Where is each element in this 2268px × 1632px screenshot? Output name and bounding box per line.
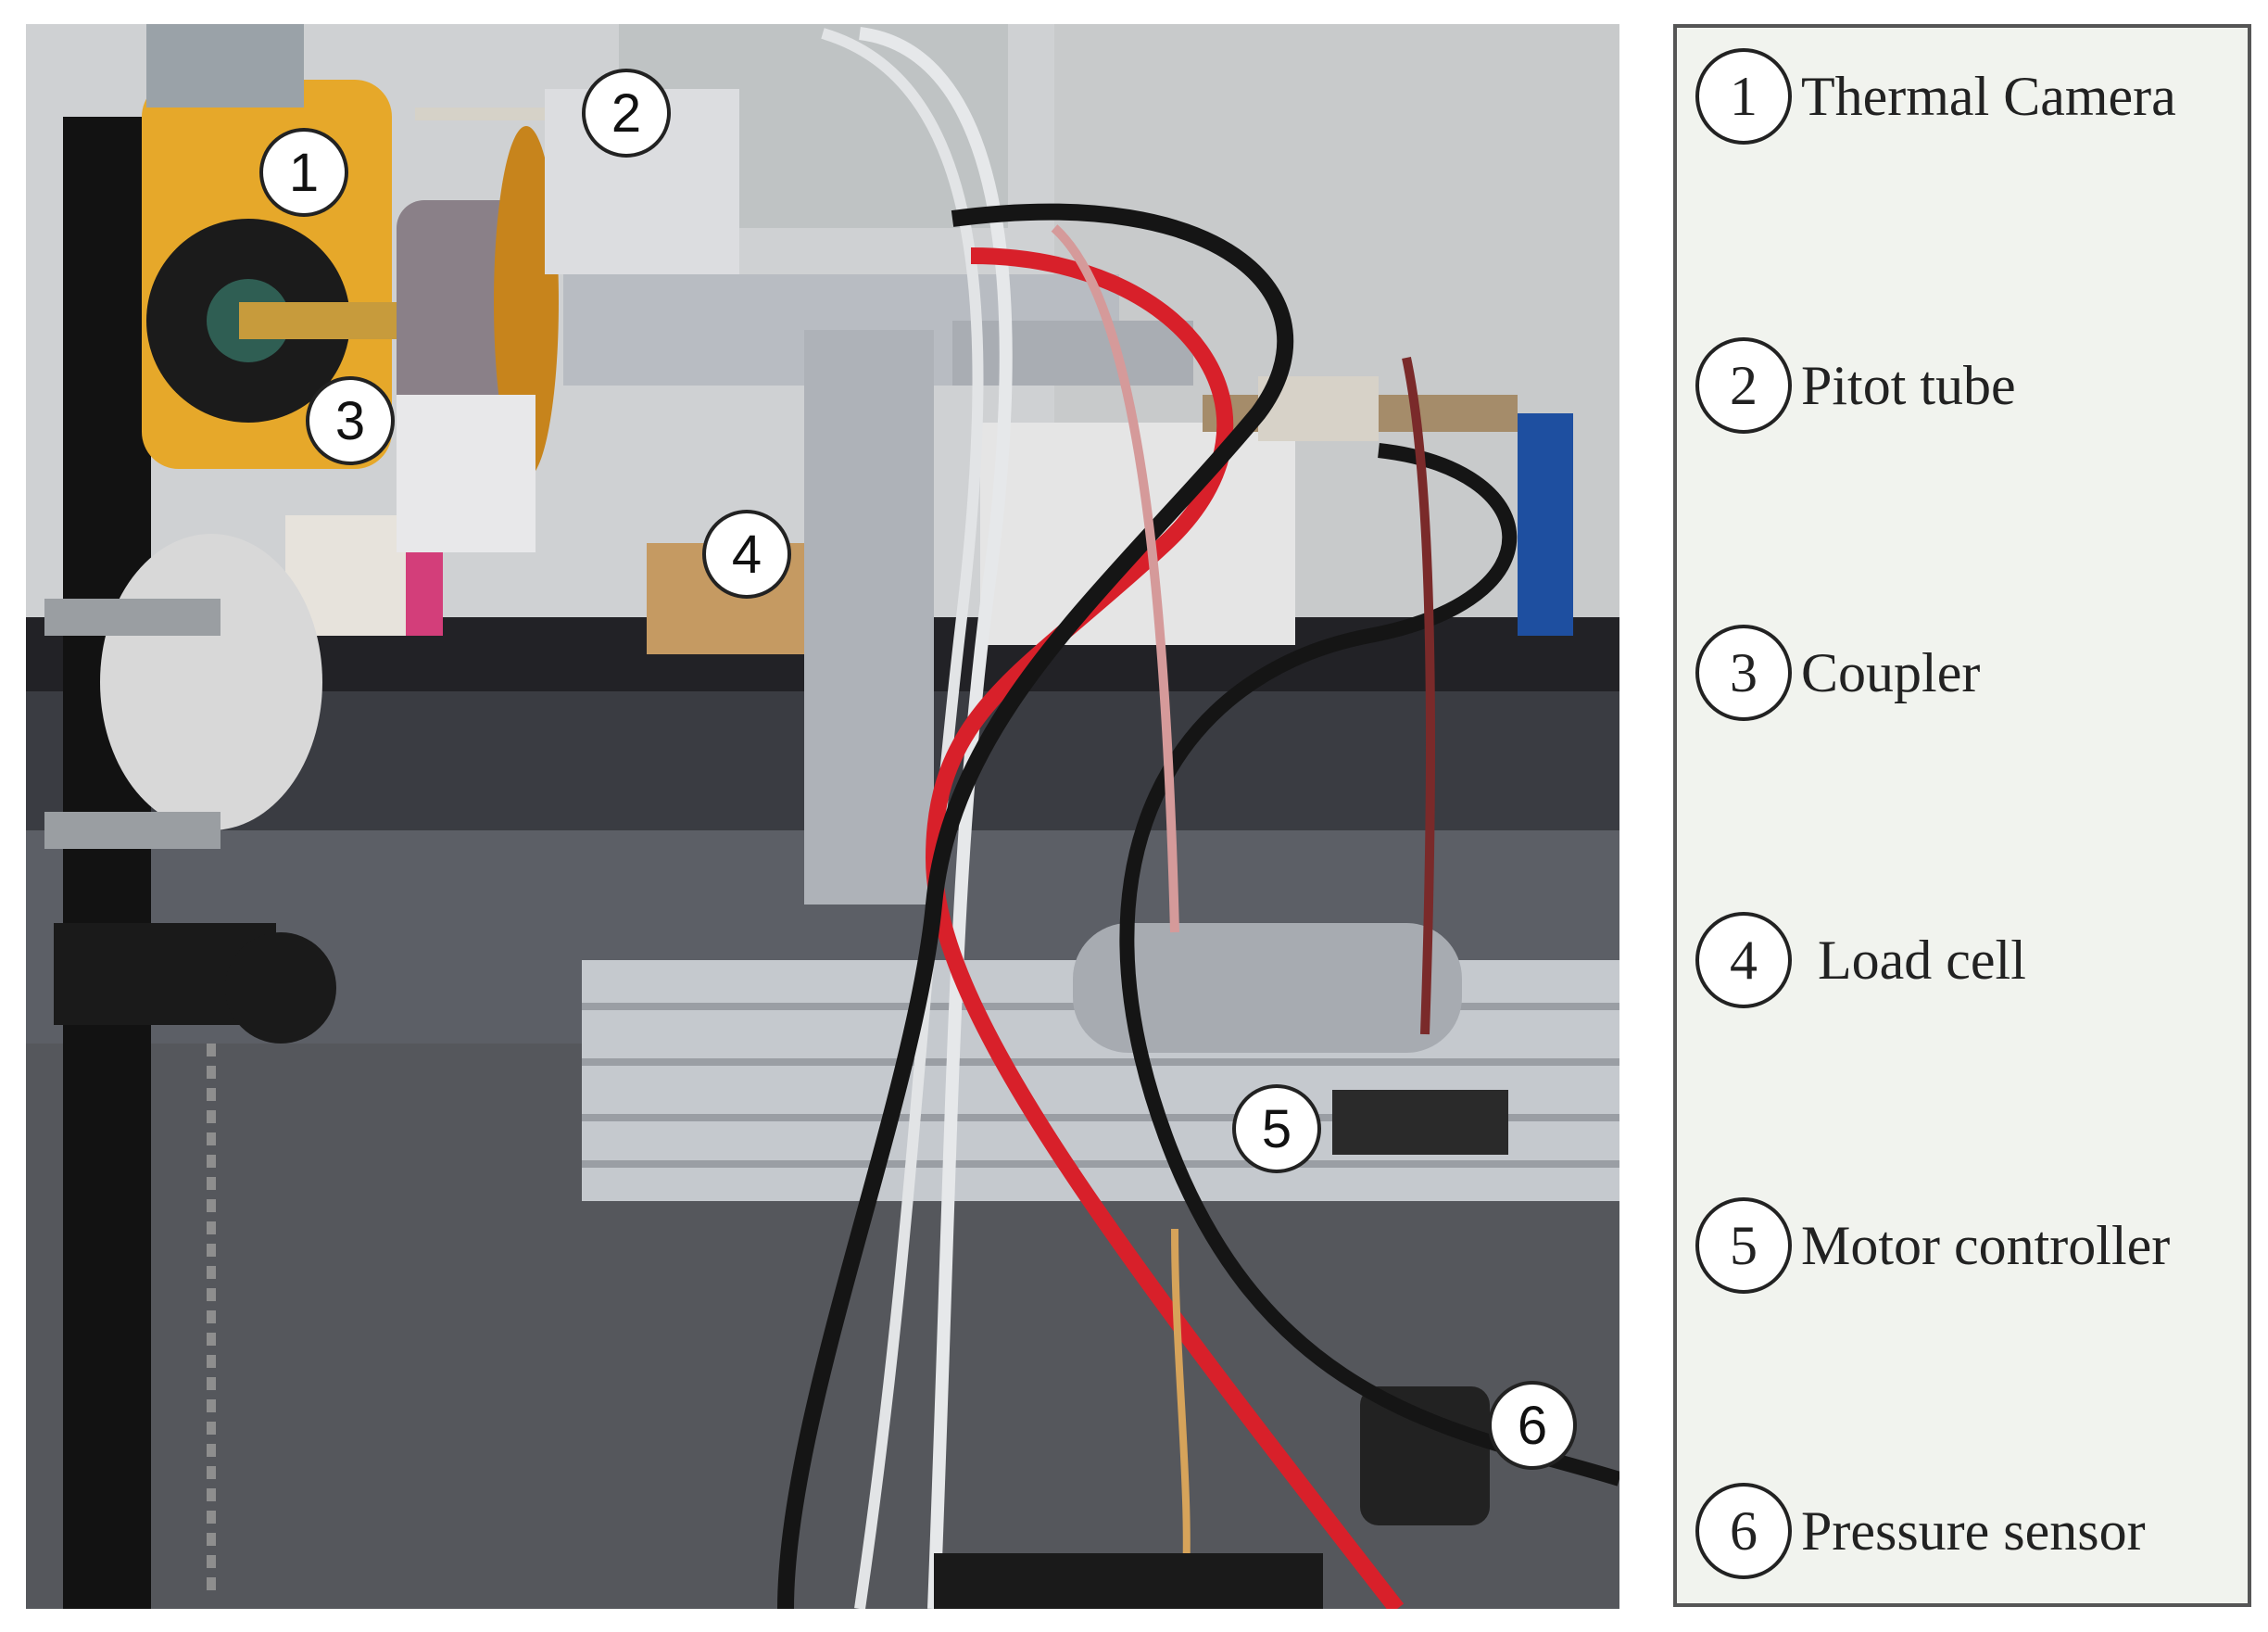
legend-label: Pitot tube	[1801, 354, 2016, 416]
motor	[397, 200, 526, 432]
marker-motor-controller: 5	[1232, 1084, 1321, 1173]
brass-coupler	[239, 302, 401, 339]
black-wire	[777, 203, 1294, 1609]
marker-coupler: 3	[306, 376, 395, 465]
clear-tube	[859, 27, 1013, 1609]
legend-label: Load cell	[1818, 929, 2026, 991]
servo-wire	[1402, 356, 1435, 1035]
legend-label: Thermal Camera	[1801, 65, 2176, 127]
legend-number: 1	[1695, 48, 1792, 145]
legend-number: 6	[1695, 1483, 1792, 1579]
marker-thermal-camera: 1	[259, 128, 348, 217]
mount-plate	[1073, 923, 1462, 1053]
frame-bracket	[952, 321, 1193, 386]
thermal-camera-top	[146, 24, 304, 108]
legend-item-pitot-tube: 2 Pitot tube	[1695, 337, 2016, 434]
legend-number: 3	[1695, 625, 1792, 721]
test-rig-photo: 1 2 3 4 5 6	[26, 24, 1619, 1609]
legend-item-thermal-camera: 1 Thermal Camera	[1695, 48, 2176, 145]
test-rig-photo-drawing	[26, 24, 1619, 1609]
marker-pitot-tube: 2	[582, 69, 671, 158]
clear-tube-2	[821, 28, 984, 1609]
propeller	[494, 126, 559, 478]
red-wire	[925, 247, 1405, 1609]
marker-load-cell: 4	[702, 510, 791, 599]
black-wire-2	[1119, 443, 1619, 1487]
spool	[397, 395, 536, 552]
pressure-sensor-body	[1360, 1386, 1490, 1525]
legend-number: 4	[1695, 912, 1792, 1008]
marker-pressure-sensor: 6	[1488, 1381, 1577, 1470]
legend-number: 2	[1695, 337, 1792, 434]
blue-bottle	[1518, 413, 1573, 636]
legend-label: Pressure sensor	[1801, 1499, 2146, 1562]
legend-item-coupler: 3 Coupler	[1695, 625, 1980, 721]
cable-bundle	[934, 1553, 1323, 1609]
legend-item-motor-controller: 5 Motor controller	[1695, 1197, 2170, 1294]
motor-controller-board	[1332, 1090, 1508, 1155]
pole-clamp-upper	[44, 599, 220, 636]
legend-label: Coupler	[1801, 641, 1981, 703]
legend-number: 5	[1695, 1197, 1792, 1294]
legend-label: Motor controller	[1801, 1214, 2171, 1276]
legend-item-pressure-sensor: 6 Pressure sensor	[1695, 1483, 2146, 1579]
frame-vertical	[804, 330, 934, 905]
pole-clamp-lower	[44, 812, 220, 849]
stand-pole	[63, 117, 151, 1609]
legend-item-load-cell: 4 Load cell	[1695, 912, 2026, 1008]
pink-wire	[1051, 224, 1179, 933]
round-plate	[100, 534, 322, 830]
legend-panel: 1 Thermal Camera 2 Pitot tube 3 Coupler …	[1673, 24, 2251, 1607]
pole-knob	[225, 932, 336, 1044]
